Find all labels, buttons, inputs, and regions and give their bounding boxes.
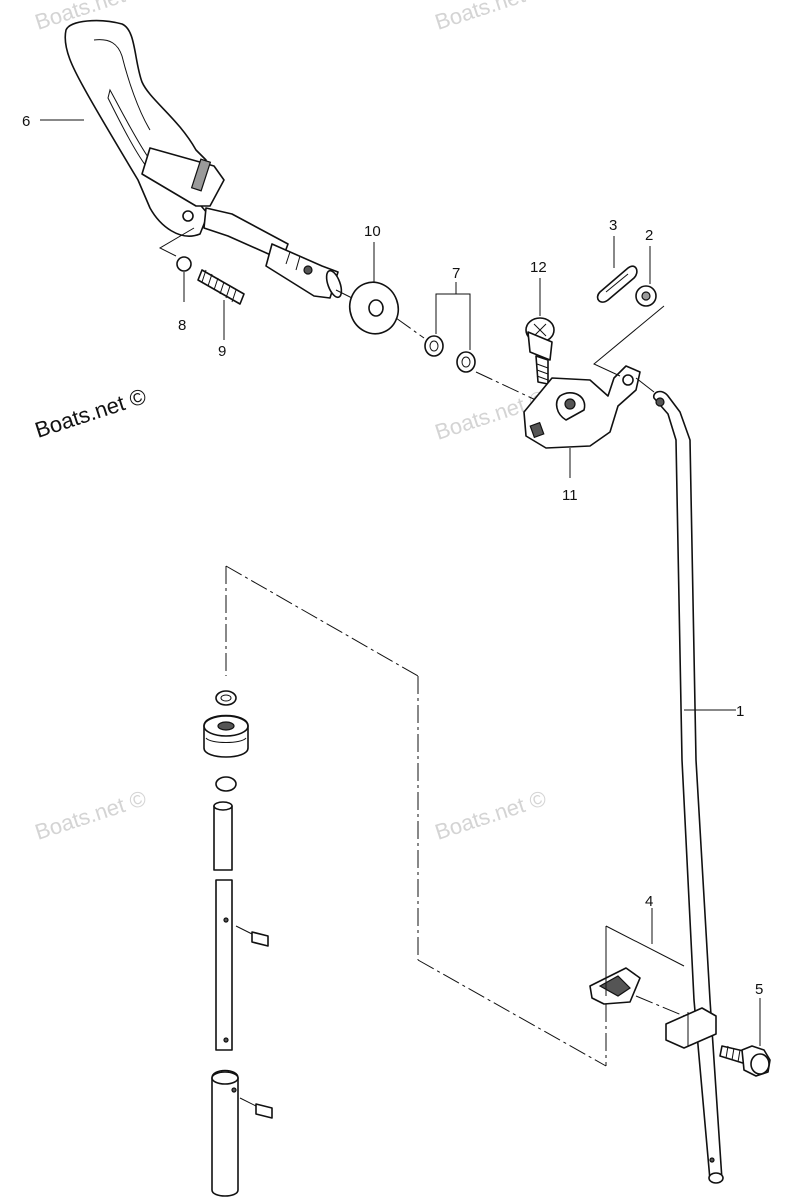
part-4-rod-clip bbox=[589, 967, 641, 1005]
lower-shift-assembly bbox=[203, 690, 273, 1197]
part-6-handle-lever bbox=[64, 19, 343, 299]
part-5-bolt bbox=[719, 1045, 771, 1077]
callout-2: 2 bbox=[645, 227, 653, 244]
watermark: Boats.net © bbox=[32, 785, 149, 844]
watermark: Boats.net © bbox=[432, 0, 549, 35]
callout-4: 4 bbox=[645, 893, 653, 910]
watermark: Boats.net © bbox=[432, 785, 549, 844]
brand-label: Boats.net © bbox=[32, 383, 149, 442]
callout-9: 9 bbox=[218, 343, 226, 360]
part-10-washer bbox=[348, 281, 400, 335]
rod-holder-block bbox=[665, 1007, 717, 1049]
callout-6: 6 bbox=[22, 113, 30, 130]
callout-7: 7 bbox=[452, 265, 460, 282]
callout-12: 12 bbox=[530, 259, 547, 276]
callout-10: 10 bbox=[364, 223, 381, 240]
callout-3: 3 bbox=[609, 217, 617, 234]
part-9-spring bbox=[197, 269, 245, 305]
callout-5: 5 bbox=[755, 981, 763, 998]
part-2-washer bbox=[635, 285, 657, 307]
callout-1: 1 bbox=[736, 703, 744, 720]
part-11-bracket bbox=[523, 365, 641, 449]
part-1-rod bbox=[652, 390, 724, 1184]
part-12-bolt bbox=[525, 317, 555, 385]
part-8-detent-ball bbox=[176, 256, 192, 272]
callout-11: 11 bbox=[562, 487, 578, 504]
part-7-small-washers bbox=[424, 335, 476, 373]
part-3-clip bbox=[596, 265, 638, 303]
callout-labels: 1 2 3 4 5 6 7 8 9 10 11 12 bbox=[22, 113, 763, 998]
callout-8: 8 bbox=[178, 317, 186, 334]
